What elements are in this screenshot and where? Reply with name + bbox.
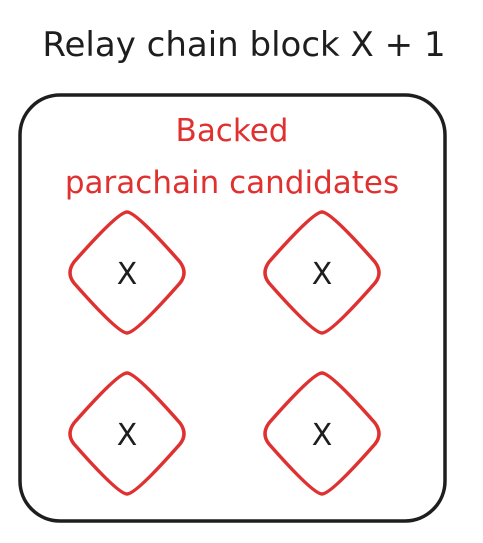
candidate-label: X xyxy=(312,418,333,453)
candidate-label: X xyxy=(117,418,138,453)
candidate-diamond-4: X xyxy=(263,371,381,496)
diagram-title: Relay chain block X + 1 xyxy=(42,25,445,65)
candidate-diamond-1: X xyxy=(68,210,186,335)
candidate-label: X xyxy=(117,257,138,292)
candidate-label: X xyxy=(312,257,333,292)
heading-line-1: Backed xyxy=(176,113,289,149)
relay-block-container xyxy=(18,93,447,523)
diamond-shape xyxy=(68,371,186,496)
diamond-shape xyxy=(68,210,186,335)
diamond-shape xyxy=(263,371,381,496)
candidate-diamond-3: X xyxy=(68,371,186,496)
candidate-diamond-2: X xyxy=(263,210,381,335)
diamond-shape xyxy=(263,210,381,335)
heading-line-2: parachain candidates xyxy=(65,165,399,201)
